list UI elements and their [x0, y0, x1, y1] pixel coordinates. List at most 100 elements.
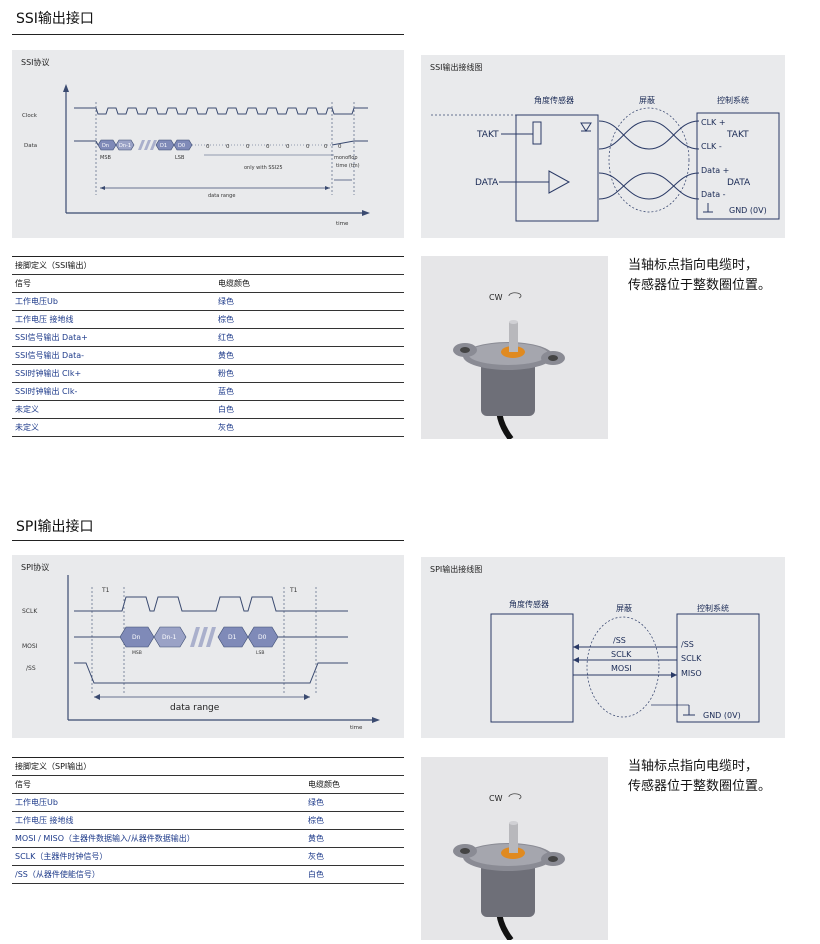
- spi-signal-cell: MOSI / MISO（主器件数据输入/从器件数据输出）: [12, 829, 305, 848]
- spi-data-range-label: data range: [170, 703, 220, 713]
- table-row: SCLK（主器件时钟信号）灰色: [12, 847, 404, 866]
- ssi-wiring-data-left: DATA: [475, 178, 499, 188]
- spi-wiring-panel: SPI输出接线图 角度传感器 屏蔽 控制系统 /SS SCLK MOSI /SS…: [421, 557, 785, 738]
- rotation-arrow-icon: [508, 793, 522, 800]
- ssi-signal-cell: SSI时钟输出 Clk+: [12, 364, 215, 383]
- spi-wiring-sclk-right: SCLK: [681, 654, 702, 663]
- ssi-table-header-signal: 信号: [12, 274, 215, 293]
- ssi-zero-5: 0: [286, 144, 290, 150]
- table-row: SSI时钟输出 Clk-蓝色: [12, 382, 404, 401]
- ssi-color-cell: 红色: [215, 328, 404, 347]
- ssi-zero-8: 0: [338, 144, 342, 150]
- spi-msb-label: MSB: [132, 650, 142, 656]
- ssi-color-cell: 棕色: [215, 310, 404, 329]
- sensor-illustration: CW: [453, 793, 565, 942]
- spi-signal-cell: 工作电压Ub: [12, 793, 305, 812]
- ssi-note-line-2: 传感器位于整数圈位置。: [628, 278, 772, 293]
- spi-bit-dn: Dn: [132, 634, 141, 641]
- spi-wiring-shield: 屏蔽: [616, 603, 632, 613]
- ssi-color-cell: 黄色: [215, 346, 404, 365]
- ssi-lsb-label: LSB: [175, 155, 185, 161]
- ssi-msb-label: MSB: [100, 155, 111, 161]
- spi-color-cell: 棕色: [305, 811, 404, 830]
- spi-protocol-panel: SPI协议 T1 T1 SCLK MOSI /SS Dn Dn-1 D1 D0 …: [12, 555, 404, 738]
- spi-signal-cell: SCLK（主器件时钟信号）: [12, 847, 305, 866]
- ssi-cw-label: CW: [489, 293, 503, 302]
- ssi-color-cell: 白色: [215, 400, 404, 419]
- spi-note-line-1: 当轴标点指向电缆时，: [628, 759, 759, 774]
- spi-bit-d1: D1: [228, 634, 237, 641]
- ssi-signal-cell: 工作电压Ub: [12, 292, 215, 311]
- ssi-wiring-sensor: 角度传感器: [534, 95, 574, 105]
- ssi-signal-cell: 未定义: [12, 400, 215, 419]
- spi-signal-cell: 工作电压 接地线: [12, 811, 305, 830]
- table-row: 未定义白色: [12, 400, 404, 419]
- ssi-protocol-title: SSI协议: [21, 58, 50, 67]
- spi-color-cell: 灰色: [305, 847, 404, 866]
- ssi-color-cell: 蓝色: [215, 382, 404, 401]
- spi-wiring-control: 控制系统: [697, 603, 729, 613]
- spi-position-note: 当轴标点指向电缆时， 传感器位于整数圈位置。: [628, 757, 771, 797]
- ssi-color-cell: 灰色: [215, 418, 404, 437]
- table-row: 工作电压 接地线棕色: [12, 310, 404, 329]
- ssi-bit-dn1: Dn-1: [119, 143, 131, 149]
- table-row: SSI信号输出 Data-黄色: [12, 346, 404, 365]
- ssi-bit-d1: D1: [160, 143, 167, 149]
- ssi-wiring-data-plus: Data +: [701, 166, 729, 175]
- ssi-wiring-title: SSI输出接线图: [430, 63, 483, 72]
- ssi-color-cell: 绿色: [215, 292, 404, 311]
- spi-table-header-signal: 信号: [12, 775, 305, 794]
- ssi-wiring-diagram: 角度传感器 屏蔽 控制系统 TAKT DATA CLK + CLK - TAKT…: [431, 95, 780, 222]
- spi-mosi-label: MOSI: [22, 643, 38, 650]
- spi-wiring-mosi: MOSI: [611, 664, 632, 673]
- ssi-wiring-panel: SSI输出接线图 角度传感器 屏蔽 控制系统 TAKT DATA CLK + C…: [421, 55, 785, 238]
- spi-wiring-diagram: 角度传感器 屏蔽 控制系统 /SS SCLK MOSI /SS SCLK MIS…: [490, 599, 760, 723]
- ssi-note-line-1: 当轴标点指向电缆时，: [628, 258, 759, 273]
- table-row: 工作电压 接地线棕色: [12, 811, 404, 830]
- sensor-illustration: CW: [453, 292, 565, 441]
- ssi-title-rule: [12, 34, 404, 35]
- ssi-zero-2: 0: [226, 144, 230, 150]
- spi-t1-right: T1: [289, 587, 298, 594]
- spi-color-cell: 绿色: [305, 793, 404, 812]
- ssi-signal-cell: SSI时钟输出 Clk-: [12, 382, 215, 401]
- spi-wiring-sensor: 角度传感器: [509, 599, 549, 609]
- ssi-zero-1: 0: [206, 144, 210, 150]
- ssi-bit-d0: D0: [178, 143, 185, 149]
- ssi-monoflop-time: time (tm): [336, 163, 360, 169]
- ssi-monoflop-label: monoflop: [334, 155, 358, 161]
- ssi-wiring-clk-minus: CLK -: [701, 142, 722, 151]
- spi-sensor-photo: CW: [421, 757, 608, 942]
- ssi-time-label: time: [336, 221, 349, 227]
- ssi-clock-label: Clock: [22, 113, 38, 119]
- ssi-only-with: only with SSI25: [244, 165, 283, 171]
- ssi-section-title: SSI输出接口: [16, 11, 94, 27]
- ssi-wiring-takt-right: TAKT: [726, 130, 749, 140]
- ssi-color-cell: 粉色: [215, 364, 404, 383]
- ssi-timing-diagram: Clock Data Dn Dn-1 D1 D0 MSB LSB 0 0 0 0…: [22, 84, 370, 227]
- spi-table-caption: 接脚定义（SPI输出）: [12, 757, 404, 776]
- ssi-zero-6: 0: [306, 144, 310, 150]
- ssi-data-range-label: data range: [208, 193, 235, 199]
- ssi-protocol-panel: SSI协议 Clock Data Dn Dn-1 D1 D0 MSB LSB 0…: [12, 50, 404, 238]
- table-row: /SS（从器件使能信号）白色: [12, 865, 404, 884]
- spi-time-label: time: [350, 725, 363, 731]
- table-row: SSI时钟输出 Clk+粉色: [12, 364, 404, 383]
- ssi-signal-cell: 未定义: [12, 418, 215, 437]
- ssi-bit-dn: Dn: [102, 143, 109, 149]
- spi-note-line-2: 传感器位于整数圈位置。: [628, 779, 772, 794]
- rotation-arrow-icon: [508, 292, 522, 299]
- spi-timing-diagram: T1 T1 SCLK MOSI /SS Dn Dn-1 D1 D0 MSB LS…: [22, 575, 380, 731]
- spi-wiring-ss-right: /SS: [681, 640, 694, 649]
- ssi-zero-4: 0: [266, 144, 270, 150]
- spi-wiring-miso-right: MISO: [681, 669, 702, 678]
- spi-signal-cell: /SS（从器件使能信号）: [12, 865, 305, 884]
- spi-wiring-sclk: SCLK: [611, 650, 632, 659]
- ssi-wiring-control: 控制系统: [717, 95, 749, 105]
- spi-t1-left: T1: [101, 587, 110, 594]
- spi-bit-dn1: Dn-1: [162, 634, 177, 641]
- spi-table-header-color: 电缆颜色: [305, 775, 404, 794]
